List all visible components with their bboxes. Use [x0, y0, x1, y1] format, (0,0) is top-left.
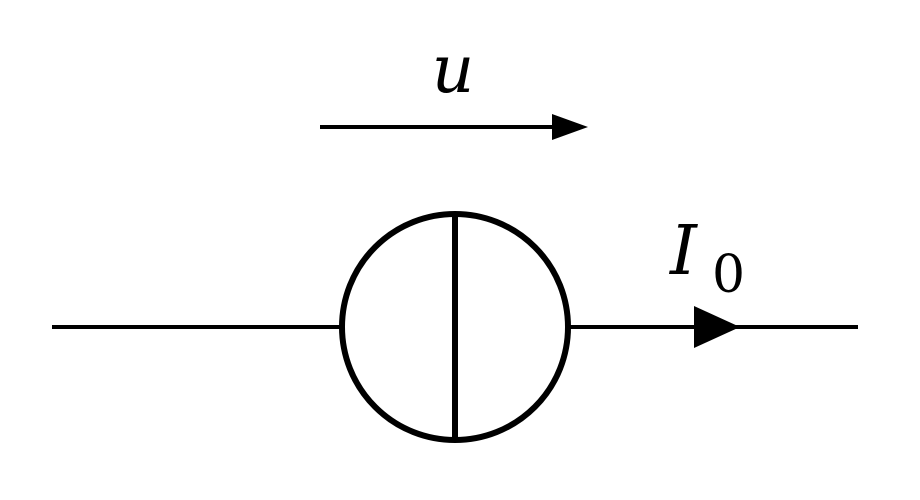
current-source-symbol	[339, 211, 571, 443]
voltage-reference: u	[320, 31, 588, 140]
current-arrowhead	[694, 306, 740, 348]
current-label: I 0	[668, 212, 745, 305]
current-label-subscript: 0	[712, 245, 745, 305]
voltage-arrowhead	[552, 114, 588, 140]
voltage-label: u	[432, 31, 475, 108]
current-label-symbol: I	[668, 212, 698, 291]
